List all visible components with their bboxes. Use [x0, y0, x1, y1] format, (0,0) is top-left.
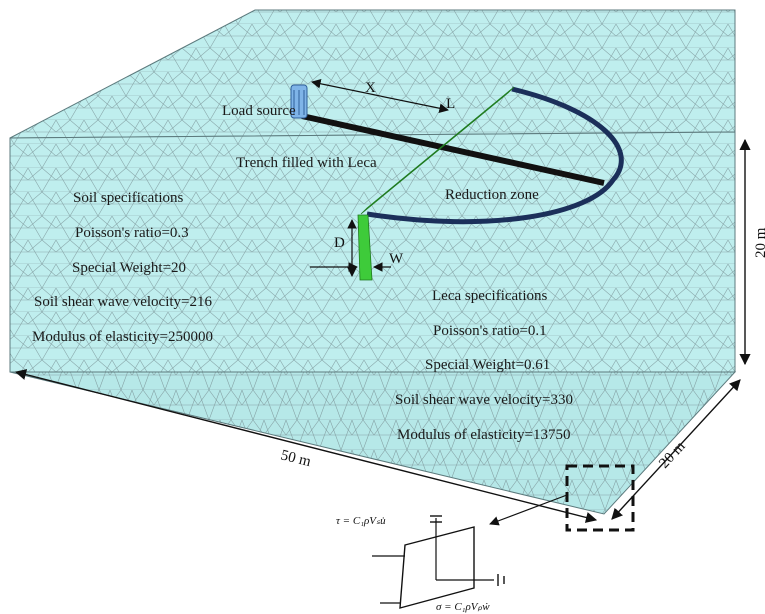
width-dimension-arrow — [611, 379, 741, 520]
soil-poisson: Poisson's ratio=0.3 — [75, 225, 189, 241]
reduction-zone-outline — [366, 86, 624, 225]
length-dimension-arrow — [14, 369, 598, 523]
trench-wall — [357, 214, 373, 281]
sigma-equation: σ = C₁ρVₚẇ — [436, 601, 490, 613]
d-label: D — [334, 235, 345, 251]
leca-shear: Soil shear wave velocity=330 — [395, 392, 573, 408]
height-label: 20 m — [753, 227, 765, 258]
soil-slope-face — [9, 371, 737, 515]
soil-top-face — [9, 9, 736, 139]
reduction-zone-label: Reduction zone — [445, 187, 539, 203]
soil-heading: Soil specifications — [73, 190, 184, 206]
leca-poisson: Poisson's ratio=0.1 — [433, 323, 547, 339]
leca-heading: Leca specifications — [432, 288, 548, 304]
soil-modulus: Modulus of elasticity=250000 — [32, 329, 213, 345]
trench-top — [360, 86, 515, 215]
load-source-icon — [290, 84, 308, 119]
x-label: X — [365, 80, 376, 96]
leca-modulus: Modulus of elasticity=13750 — [397, 427, 570, 443]
boundary-detail — [372, 515, 505, 609]
load-source-label: Load source — [222, 103, 296, 119]
damper-icon — [430, 515, 505, 586]
soil-shear: Soil shear wave velocity=216 — [34, 294, 213, 310]
length-label: 50 m — [279, 447, 313, 470]
l-label: L — [446, 96, 455, 112]
load-line — [301, 113, 605, 186]
tau-equation: τ = C₁ρVₛu̇ — [336, 515, 386, 527]
trench-label: Trench filled with Leca — [236, 155, 377, 171]
detail-pointer-arrow — [489, 494, 568, 526]
soil-weight: Special Weight=20 — [72, 260, 186, 276]
leca-weight: Special Weight=0.61 — [425, 357, 550, 373]
w-label: W — [389, 251, 404, 267]
x-dimension-arrow — [311, 79, 449, 113]
detail-box — [565, 464, 635, 532]
